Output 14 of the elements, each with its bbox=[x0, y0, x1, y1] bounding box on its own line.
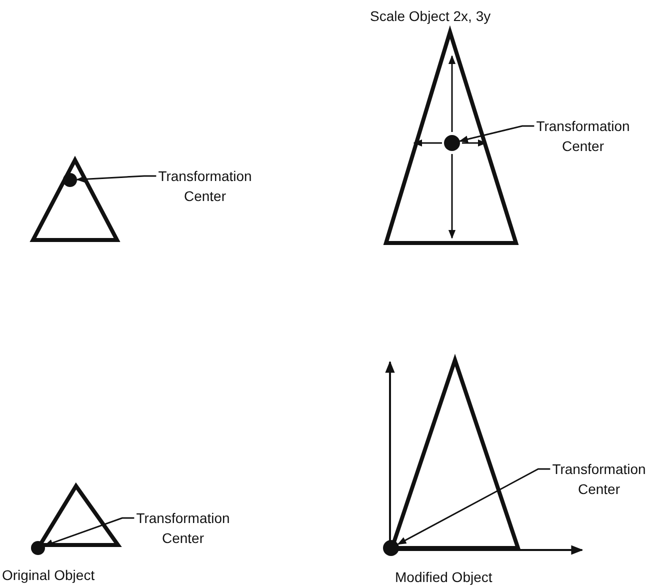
leader-line bbox=[458, 125, 534, 143]
leader-line bbox=[76, 175, 156, 183]
callout-text: Transformation Center bbox=[540, 459, 658, 499]
center-dot bbox=[383, 540, 399, 556]
object-caption: Modified Object bbox=[395, 568, 492, 587]
center-dot bbox=[444, 135, 460, 151]
callout-text: Transformation Center bbox=[146, 166, 264, 206]
callout-text: Transformation Center bbox=[124, 508, 242, 548]
leader-line bbox=[397, 468, 550, 545]
callout-text: Transformation Center bbox=[524, 116, 642, 156]
center-dot bbox=[63, 173, 77, 187]
figure-title: Scale Object 2x, 3y bbox=[370, 7, 491, 26]
center-dot bbox=[31, 541, 45, 555]
object-caption: Original Object bbox=[2, 566, 95, 585]
